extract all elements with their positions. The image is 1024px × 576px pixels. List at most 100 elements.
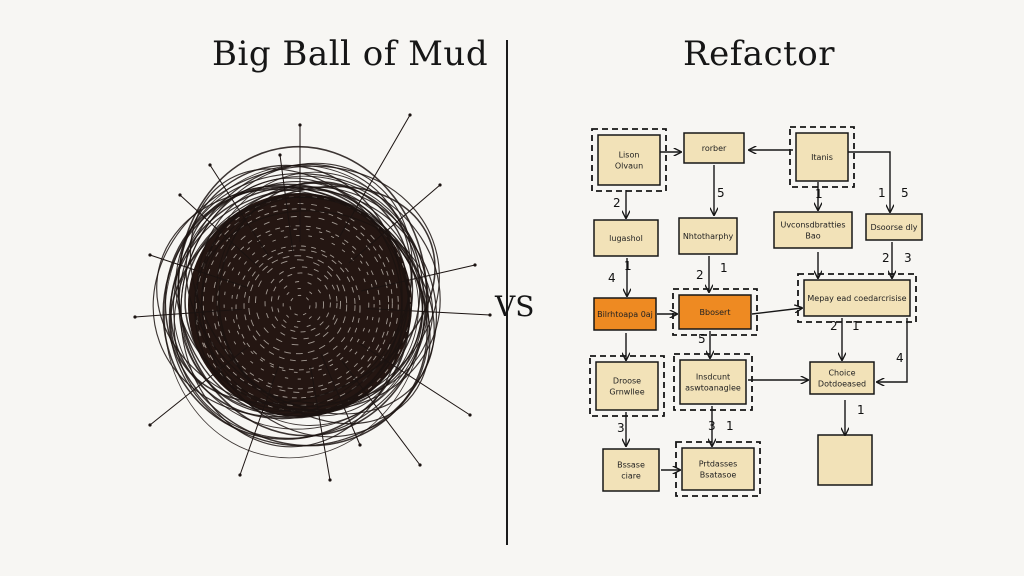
box-rect bbox=[803, 279, 911, 317]
mud-swirl bbox=[270, 272, 331, 333]
diagram-box-b12: Insdcunt aswtoanaglee bbox=[673, 353, 753, 411]
box-label: Bbosert bbox=[700, 308, 731, 317]
mud-loop bbox=[194, 210, 434, 404]
step-number: 4 bbox=[608, 271, 616, 285]
step-number: 2 bbox=[830, 319, 838, 333]
mud-stray-line bbox=[366, 308, 491, 316]
mud-loop bbox=[156, 189, 424, 413]
mud-loop bbox=[152, 165, 440, 418]
box-label: Dsoorse dly bbox=[870, 223, 917, 232]
diagram-box-b4: lugashol bbox=[593, 219, 659, 257]
mud-stray-line bbox=[348, 184, 441, 264]
mud-stray-line bbox=[320, 353, 361, 446]
mud-loop bbox=[170, 185, 409, 420]
left-title: Big Ball of Mud bbox=[212, 34, 489, 74]
divider bbox=[506, 40, 508, 545]
mud-dot bbox=[148, 253, 152, 257]
mud-swirl bbox=[195, 203, 399, 406]
step-number: 4 bbox=[896, 351, 904, 365]
box-rect bbox=[679, 359, 747, 405]
box-label: Uvconsdbratties bbox=[780, 221, 845, 230]
mud-swirl bbox=[282, 288, 317, 322]
box-rect bbox=[593, 219, 659, 257]
box-label: Itanis bbox=[811, 153, 833, 162]
mud-stray-line bbox=[361, 264, 476, 292]
mud-dot bbox=[178, 193, 182, 197]
mud-loop bbox=[185, 185, 435, 415]
diagram-box-b16 bbox=[817, 434, 873, 486]
connector-arrow bbox=[751, 308, 802, 315]
step-number: 3 bbox=[904, 251, 912, 265]
mud-dot bbox=[408, 113, 412, 117]
step-number: 2 bbox=[613, 196, 621, 210]
box-rect bbox=[678, 217, 738, 255]
mud-dot bbox=[148, 423, 152, 427]
box-label: ciare bbox=[621, 472, 641, 481]
diagram-box-b3: Itanis bbox=[789, 126, 855, 188]
diagram-box-b2: rorber bbox=[683, 132, 745, 164]
box-dashed-frame bbox=[591, 128, 667, 192]
box-dashed-frame bbox=[589, 355, 665, 417]
box-dashed-frame bbox=[673, 353, 753, 411]
step-number: 2 bbox=[696, 268, 704, 282]
mud-dot bbox=[358, 443, 362, 447]
mud-dot bbox=[473, 263, 477, 267]
mud-dot bbox=[278, 153, 282, 157]
mud-dot bbox=[238, 473, 242, 477]
step-number: 1 bbox=[815, 187, 823, 201]
connector-arrow bbox=[877, 318, 908, 382]
mud-stray-line bbox=[239, 364, 280, 476]
step-number: 1 bbox=[726, 419, 734, 433]
mud-stray-line bbox=[134, 308, 243, 318]
step-number: 1 bbox=[878, 186, 886, 200]
box-label: lugashol bbox=[609, 234, 643, 243]
mud-dot bbox=[328, 478, 332, 482]
box-label: Droose bbox=[613, 377, 641, 386]
box-label: Bsatasoe bbox=[700, 471, 737, 480]
mud-dot bbox=[488, 313, 492, 317]
box-label: Nhtotharphy bbox=[683, 232, 734, 241]
mud-loop bbox=[196, 181, 430, 438]
diagram-box-b5: Nhtotharphy bbox=[678, 217, 738, 255]
mud-loop bbox=[215, 193, 411, 417]
step-number: 1 bbox=[624, 259, 632, 273]
mud-swirl bbox=[277, 281, 324, 328]
box-label: Dotdoeased bbox=[818, 380, 866, 389]
mud-loop bbox=[168, 188, 438, 447]
box-label: rorber bbox=[702, 144, 727, 153]
vs-label: VS bbox=[495, 290, 535, 323]
connector-arrow bbox=[848, 151, 890, 212]
step-number: 1 bbox=[857, 403, 865, 417]
box-dashed-frame bbox=[797, 273, 917, 323]
box-label: Grnwllee bbox=[609, 388, 644, 397]
diagram-box-b8: Bilrhtoapa 0aj bbox=[593, 297, 657, 331]
box-label: aswtoanaglee bbox=[685, 384, 741, 393]
mud-dot bbox=[298, 123, 302, 127]
box-label: Bssase bbox=[617, 461, 645, 470]
mud-stray-line bbox=[209, 164, 269, 257]
box-dashed-frame bbox=[672, 288, 758, 336]
mud-swirl bbox=[264, 266, 338, 340]
box-label: Insdcunt bbox=[696, 373, 730, 382]
mud-dot bbox=[418, 463, 422, 467]
mud-stray-line bbox=[149, 346, 248, 426]
mud-swirl bbox=[231, 235, 370, 373]
mud-loop bbox=[218, 181, 414, 408]
mud-stray-line bbox=[359, 343, 471, 416]
mud-stray-line bbox=[341, 360, 421, 466]
box-rect bbox=[602, 448, 660, 492]
box-label: Prtdasses bbox=[699, 460, 738, 469]
mud-swirl bbox=[235, 245, 361, 371]
box-rect bbox=[597, 134, 661, 186]
diagram-box-b14: Bssase ciare bbox=[602, 448, 660, 492]
step-number: 3 bbox=[708, 419, 716, 433]
mud-loop bbox=[184, 196, 424, 411]
mud-swirl bbox=[212, 215, 390, 393]
mud-dot bbox=[438, 183, 442, 187]
